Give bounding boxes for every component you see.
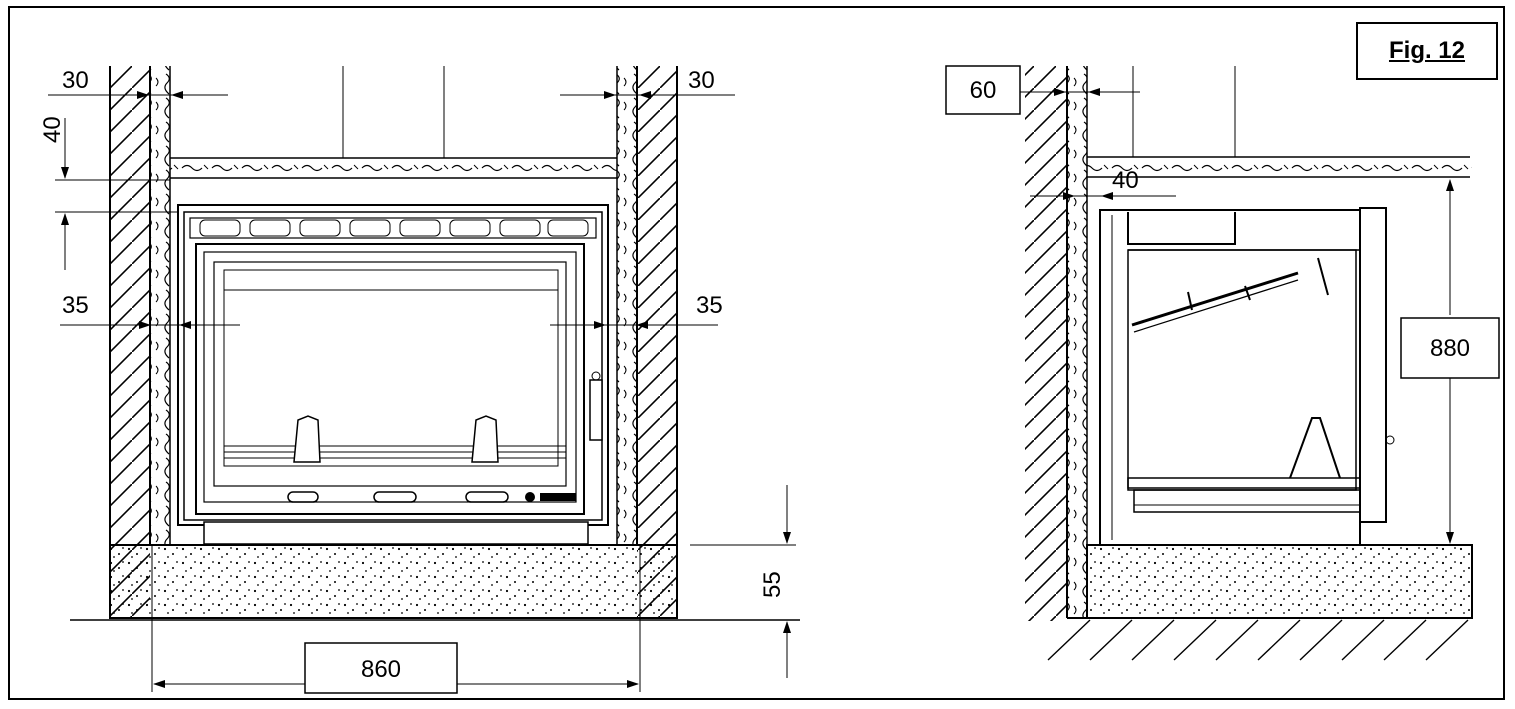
side-view: 60 40 880 [945,65,1500,661]
dim-left-wall-gap: 30 [62,67,89,94]
dim-hearth-height: 55 [759,571,786,598]
fireplace-insert-side [1099,207,1395,546]
side-hearth [1086,544,1473,619]
front-view: 30 30 40 35 35 55 860 [39,66,800,694]
fireplace-insert-front [177,204,609,545]
left-wall-hatch [110,66,150,618]
dim-top-gap: 40 [39,116,66,143]
top-insulation [170,158,617,178]
side-top-insulation [1087,157,1472,177]
side-insulation [1067,66,1087,618]
left-insulation [150,66,170,545]
right-insulation [617,66,637,545]
hearth [109,544,678,619]
dim-height-box [1400,317,1500,379]
dim-width-box [304,642,458,694]
drawing-frame [8,6,1505,700]
dim-wall-gap-box [945,65,1021,115]
right-wall-hatch [637,66,677,618]
dim-width: 860 [361,656,401,683]
figure-label: Fig. 12 [1356,22,1498,80]
dim-right-wall-gap: 30 [688,67,715,94]
dim-left-side: 35 [62,292,89,319]
dim-height: 880 [1430,335,1470,362]
dim-back-gap: 40 [1112,167,1139,194]
dim-wall-gap: 60 [970,77,997,104]
dim-right-side: 35 [696,292,723,319]
side-wall-hatch [1025,66,1067,621]
